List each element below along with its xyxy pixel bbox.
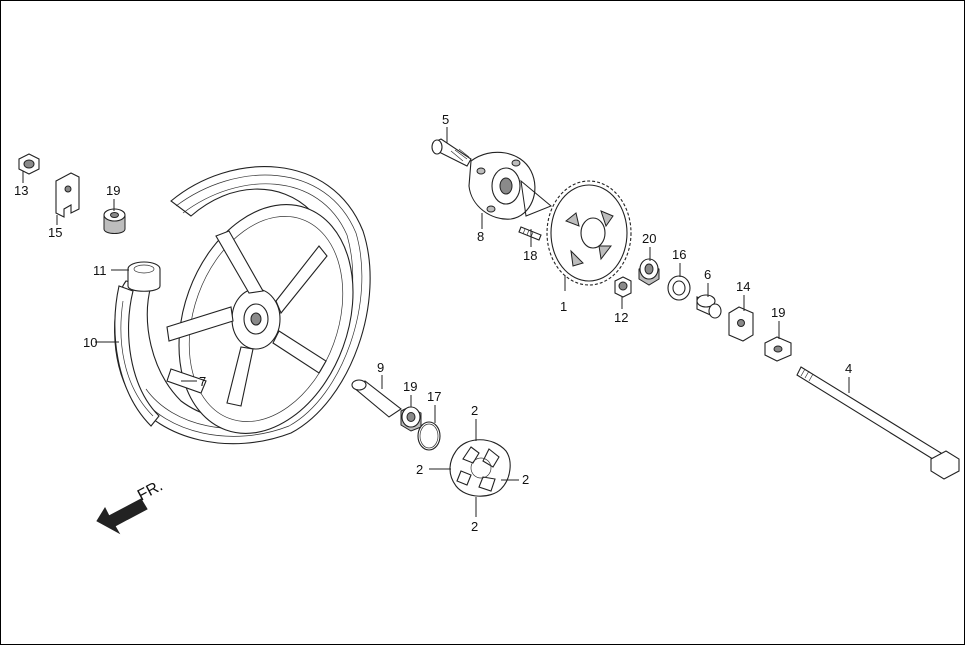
adjuster-plate-14	[55, 172, 80, 218]
callout-2-top: 2	[471, 403, 478, 418]
callout-15: 16	[672, 247, 686, 262]
callout-3: 4	[845, 361, 852, 376]
sprocket-1	[546, 180, 632, 286]
callout-13: 14	[736, 279, 750, 294]
rear-wheel	[114, 166, 371, 445]
callout-16: 17	[427, 389, 441, 404]
callout-5: 6	[704, 267, 711, 282]
callout-10: 11	[93, 263, 107, 278]
callout-2-right: 2	[522, 472, 529, 487]
callout-20: 20	[642, 231, 656, 246]
leader-lines	[22, 127, 850, 517]
seal-15	[667, 275, 691, 301]
damper-rubbers-2	[449, 439, 511, 497]
spacer-8	[351, 379, 402, 418]
callout-12: 13	[14, 183, 28, 198]
nut-12	[18, 153, 40, 175]
axle-3	[796, 366, 960, 480]
bolt-4	[431, 138, 472, 167]
callout-2-left: 2	[416, 462, 423, 477]
callout-2-bottom: 2	[471, 519, 478, 534]
bearing-19-left	[103, 208, 126, 234]
callout-19-center: 19	[403, 379, 417, 394]
nut-11	[614, 276, 632, 298]
stud-17	[518, 226, 542, 241]
sprocket-hub-7	[468, 151, 552, 220]
chain-adjuster-13	[728, 306, 754, 342]
bearing-19-center	[400, 406, 422, 432]
tube	[114, 285, 160, 427]
callout-6: 7	[199, 374, 206, 389]
callout-11: 12	[614, 310, 628, 325]
o-ring-16	[417, 421, 441, 451]
front-direction-arrow	[96, 498, 148, 535]
callout-labels: 5 8 18 1 12 20 16 6 14 19 4 9 19 17 2 2 …	[14, 112, 852, 534]
collar-5	[696, 294, 722, 319]
callout-7: 8	[477, 229, 484, 244]
callout-19-left: 19	[106, 183, 120, 198]
callout-9: 10	[83, 335, 97, 350]
rim-band	[127, 261, 161, 292]
bearing-20	[638, 258, 660, 286]
callout-14: 15	[48, 225, 62, 240]
callout-8: 9	[377, 360, 384, 375]
callout-1: 1	[560, 299, 567, 314]
nut-18	[764, 336, 792, 362]
callout-18: 19	[771, 305, 785, 320]
callout-17: 18	[523, 248, 537, 263]
callout-4: 5	[442, 112, 449, 127]
